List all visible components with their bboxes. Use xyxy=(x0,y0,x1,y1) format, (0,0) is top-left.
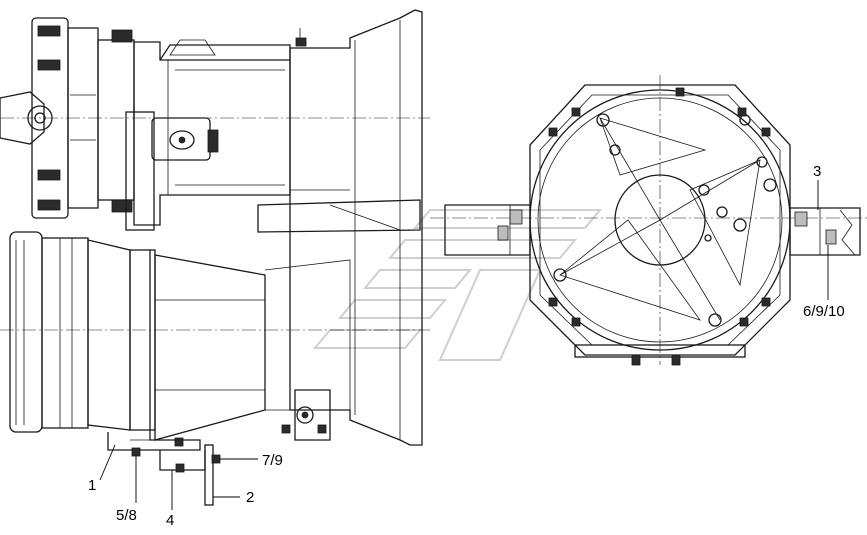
side-view xyxy=(0,9,430,506)
callout-7-9: 7/9 xyxy=(262,452,283,469)
leader-1 xyxy=(99,444,116,481)
callout-1: 1 xyxy=(88,477,96,494)
corner-bolts xyxy=(548,87,771,366)
callouts: 1 5/8 4 2 7/9 3 6/9/10 xyxy=(88,163,845,529)
left-mounting-arm xyxy=(444,204,531,256)
right-mounting-arm xyxy=(789,207,861,256)
watermark-logo xyxy=(312,209,603,361)
callout-4: 4 xyxy=(166,512,174,529)
gearbox-body xyxy=(257,9,423,446)
upper-housing xyxy=(125,28,307,231)
callout-2: 2 xyxy=(246,489,254,506)
front-view xyxy=(430,75,867,366)
mounting-bracket xyxy=(107,250,221,506)
callout-3: 3 xyxy=(813,163,821,180)
callout-5-8: 5/8 xyxy=(116,507,137,524)
cover-ribs xyxy=(559,117,761,321)
bolt-circle xyxy=(553,113,777,327)
callout-6-9-10: 6/9/10 xyxy=(803,303,845,320)
lower-flange xyxy=(9,231,351,441)
octagonal-housing xyxy=(529,84,791,356)
